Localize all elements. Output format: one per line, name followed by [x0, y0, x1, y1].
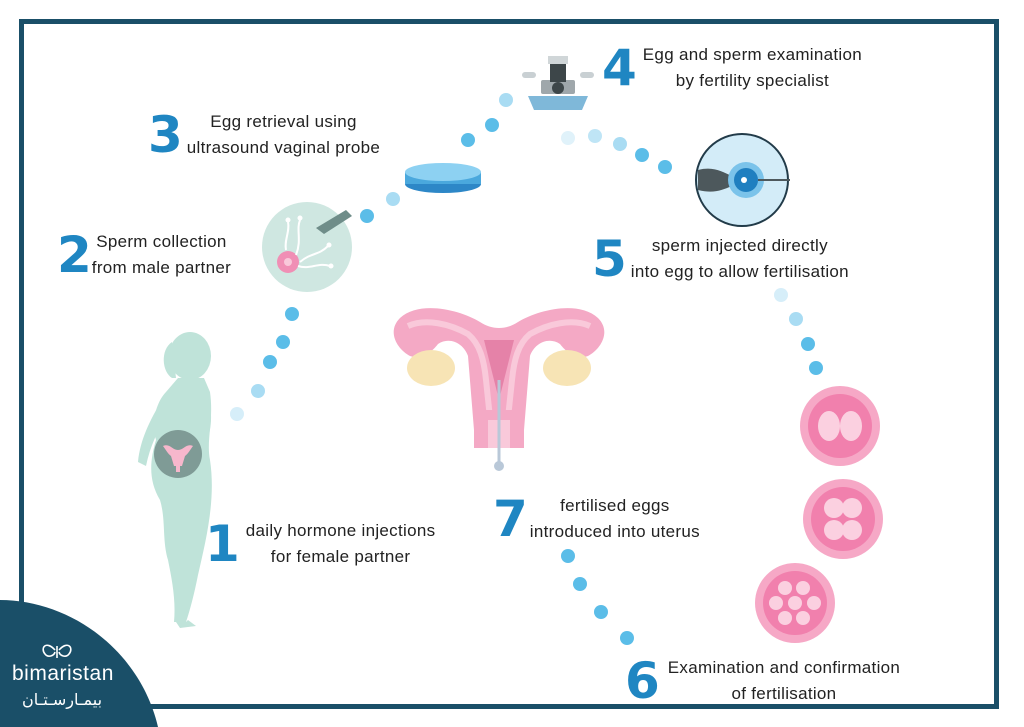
step-line: sperm injected directly — [651, 236, 828, 255]
step-text: fertilised eggs introduced into uterus — [530, 493, 700, 545]
step-line: fertilised eggs — [560, 496, 670, 515]
step-number: 1 — [205, 515, 240, 573]
step-line: ultrasound vaginal probe — [186, 138, 381, 157]
step-number: 4 — [602, 39, 637, 97]
woman-silhouette — [138, 332, 212, 628]
step-line: daily hormone injections — [245, 521, 436, 540]
brand-name: bimaristan — [12, 662, 114, 685]
step-number: 5 — [592, 230, 627, 288]
uterus-small-icon — [154, 430, 202, 478]
step-text: Egg and sperm examination by fertility s… — [643, 42, 862, 94]
step-line: Sperm collection — [96, 232, 227, 251]
step-number: 6 — [625, 652, 660, 710]
microscope-icon — [522, 56, 594, 110]
step-5: 5 sperm injected directly into egg to al… — [592, 233, 849, 285]
step-number: 3 — [148, 106, 183, 164]
step-line: Egg retrieval using — [210, 112, 357, 131]
uterus-illustration — [393, 308, 605, 471]
step-line: introduced into uterus — [529, 522, 700, 541]
step-line: from male partner — [91, 258, 232, 277]
icsi-egg-icon — [695, 133, 790, 227]
embryo-2-cell-icon — [800, 386, 880, 466]
step-7: 7 fertilised eggs introduced into uterus — [493, 493, 700, 545]
step-2: 2 Sperm collection from male partner — [57, 229, 231, 281]
step-text: daily hormone injections for female part… — [246, 518, 436, 570]
brand-name-arabic: بيمـارسـتـان — [22, 690, 103, 709]
brand-logo-badge — [0, 600, 158, 727]
butterfly-icon — [42, 644, 72, 658]
petri-dish-icon — [405, 163, 481, 193]
step-6: 6 Examination and confirmation of fertil… — [625, 655, 900, 707]
step-text: Sperm collection from male partner — [92, 229, 231, 281]
embryo-8-cell-icon — [755, 563, 835, 643]
step-4: 4 Egg and sperm examination by fertility… — [602, 42, 862, 94]
step-line: of fertilisation — [731, 684, 837, 703]
step-line: by fertility specialist — [675, 71, 830, 90]
step-text: Egg retrieval using ultrasound vaginal p… — [187, 109, 380, 161]
step-line: Examination and confirmation — [667, 658, 901, 677]
sperm-collection-icon — [262, 202, 352, 292]
infographic-frame — [19, 19, 999, 709]
dotted-path — [230, 93, 823, 645]
step-1: 1 daily hormone injections for female pa… — [205, 518, 435, 570]
step-text: Examination and confirmation of fertilis… — [668, 655, 900, 707]
step-line: into egg to allow fertilisation — [630, 262, 849, 281]
step-line: Egg and sperm examination — [642, 45, 862, 64]
step-3: 3 Egg retrieval using ultrasound vaginal… — [148, 109, 380, 161]
step-text: sperm injected directly into egg to allo… — [631, 233, 849, 285]
embryo-4-cell-icon — [803, 479, 883, 559]
step-number: 2 — [57, 226, 92, 284]
step-number: 7 — [493, 490, 528, 548]
step-line: for female partner — [270, 547, 411, 566]
